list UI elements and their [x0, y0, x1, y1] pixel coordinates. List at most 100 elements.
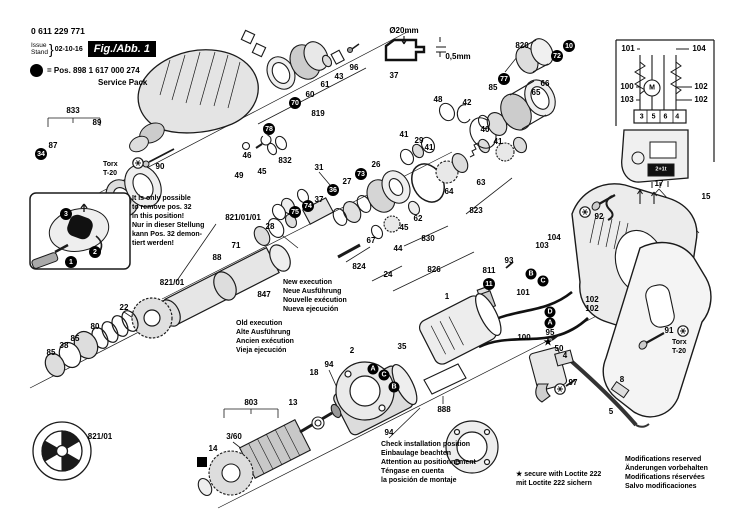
part-label-95: 95	[545, 328, 555, 337]
part-label-826: 826	[427, 265, 441, 274]
document-number: 0 611 229 771	[31, 26, 85, 36]
part-label-821-01-01: 821/01/01	[225, 213, 261, 222]
part-label-102: 102	[585, 295, 599, 304]
part-label-91: 91	[664, 326, 674, 335]
part-label-3-60: 3/60	[226, 432, 242, 441]
part-label-8: 8	[619, 375, 625, 384]
part-label-45: 45	[399, 223, 409, 232]
part-label-18: 18	[309, 368, 319, 377]
service-pack-label: Service Pack	[98, 78, 148, 87]
part-label-71: 71	[231, 241, 241, 250]
part-label-42: 42	[462, 98, 472, 107]
part-label-35: 35	[397, 342, 407, 351]
note-loctite: ★ secure with Loctite 222 mit Loctite 22…	[516, 471, 602, 487]
part-label-4: 4	[562, 351, 568, 360]
part-label-60: 60	[305, 90, 315, 99]
part-label-85: 85	[488, 83, 498, 92]
issue-stand-row: Issue Stand } 02-10-16 Fig./Abb. 1	[31, 41, 156, 57]
part-label-96: 96	[349, 63, 359, 72]
part-label-0-5mm: 0,5mm	[445, 52, 471, 61]
ref-letter-D: D	[544, 306, 556, 318]
part-disc-36: 36	[327, 184, 339, 196]
part-label-101: 101	[516, 288, 530, 297]
part-label-100: 100	[620, 82, 634, 91]
issue-label: Issue	[31, 41, 47, 49]
service-pack-bullet-icon	[30, 64, 43, 77]
part-label-847: 847	[257, 290, 271, 299]
part-label-94: 94	[324, 360, 334, 369]
part-label-102: 102	[694, 95, 708, 104]
part-label-M: M	[649, 84, 655, 92]
ref-letter-A: A	[367, 363, 379, 375]
part-label-821-01: 821/01	[87, 432, 113, 441]
part-label-5: 5	[608, 407, 614, 416]
part-label-103: 103	[620, 95, 634, 104]
part-label-88: 88	[212, 253, 222, 262]
part-label-3-5-6-4: 3 5 6 4	[639, 113, 683, 121]
part-label-41: 41	[493, 137, 503, 146]
part-label-44: 44	[393, 244, 403, 253]
part-label-2-1t: 2+1t	[655, 166, 667, 173]
part-label-41: 41	[424, 143, 434, 152]
ref-letter-A: A	[544, 317, 556, 329]
part-label-888: 888	[437, 405, 451, 414]
part-label-13: 13	[288, 398, 298, 407]
part-label-833: 833	[66, 106, 80, 115]
part-label-17: 17	[654, 179, 664, 188]
brace-glyph: }	[49, 41, 54, 57]
part-label-38: 38	[59, 341, 69, 350]
part-label-64: 64	[444, 187, 454, 196]
part-label-832: 832	[278, 156, 292, 165]
part-label-67: 67	[366, 236, 376, 245]
part-label-15: 15	[701, 192, 711, 201]
part-label-63: 63	[476, 178, 486, 187]
part-label-824: 824	[352, 262, 366, 271]
part-label-803: 803	[244, 398, 258, 407]
part-label-26: 26	[371, 160, 381, 169]
note-torx-right: Torx T-20	[672, 339, 687, 355]
part-label-28: 28	[265, 222, 275, 231]
part-label-14: 14	[208, 444, 218, 453]
part-disc-1: 1	[65, 256, 77, 268]
issue-date: 02-10-16	[54, 45, 83, 53]
part-label-94: 94	[384, 428, 394, 437]
part-label-40: 40	[480, 125, 490, 134]
part-label-46: 46	[242, 151, 252, 160]
part-disc-2: 2	[89, 246, 101, 258]
service-pack-note: = Pos. 898 1 617 000 274	[30, 64, 140, 77]
part-disc-75: 75	[289, 206, 301, 218]
part-label-820: 820	[515, 41, 529, 50]
part-disc-72: 72	[551, 50, 563, 62]
part-label-1: 1	[444, 292, 450, 301]
part-label-104: 104	[692, 44, 706, 53]
part-label-100: 100	[517, 333, 531, 342]
part-label-830: 830	[421, 234, 435, 243]
star-icon: ★	[543, 337, 553, 348]
part-label-102: 102	[585, 304, 599, 313]
part-label-104: 104	[547, 233, 561, 242]
note-modifications: Modifications reserved Änderungen vorbeh…	[625, 456, 708, 490]
note-torx-left: Torx T-20	[103, 161, 118, 177]
part-label-823: 823	[469, 206, 483, 215]
part-label-29: 29	[414, 136, 424, 145]
part-disc-78: 78	[263, 123, 275, 135]
part-disc-73: 73	[355, 168, 367, 180]
part-label-37: 37	[389, 71, 399, 80]
service-pack-line: = Pos. 898 1 617 000 274	[47, 66, 140, 75]
part-label-49: 49	[234, 171, 244, 180]
part-label-821-01: 821/01	[159, 278, 185, 287]
part-label-62: 62	[413, 214, 423, 223]
part-label-97: 97	[568, 378, 578, 387]
part-disc-70: 70	[289, 97, 301, 109]
part-label-87: 87	[48, 141, 58, 150]
part-label-31: 31	[314, 163, 324, 172]
note-check-position: Check installation position Einbaulage b…	[381, 441, 476, 484]
part-label-65: 65	[531, 88, 541, 97]
ref-letter-B: B	[525, 268, 537, 280]
part-label-92: 92	[594, 212, 604, 221]
part-label-22: 22	[119, 303, 129, 312]
stand-label: Stand	[31, 49, 48, 56]
part-disc-10: 10	[563, 40, 575, 52]
